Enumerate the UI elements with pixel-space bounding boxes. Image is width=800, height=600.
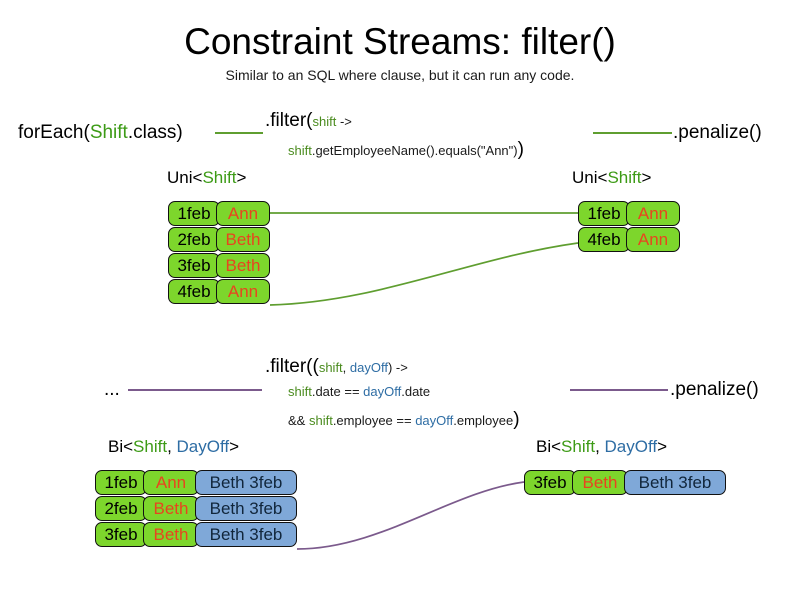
- uni-filter-line1: .filter(shift ->: [265, 110, 352, 132]
- uni-filter-call: .filter(: [265, 110, 313, 131]
- bi-filter-l2-var2: dayOff: [363, 384, 402, 399]
- table-row[interactable]: 3feb Beth: [168, 253, 270, 278]
- cell-date: 2feb: [168, 227, 220, 252]
- page-subtitle: Similar to an SQL where clause, but it c…: [225, 67, 575, 83]
- bi-left-stream-post: >: [229, 437, 240, 456]
- uni-filter-line2: shift.getEmployeeName().equals("Ann")): [288, 139, 524, 161]
- uni-right-stream-label: Uni<Shift>: [572, 168, 651, 188]
- cell-pair: Beth 3feb: [195, 496, 297, 521]
- bi-left-stream-label: Bi<Shift, DayOff>: [108, 437, 239, 457]
- cell-name: Beth: [216, 227, 270, 252]
- bi-filter-l3-post: .employee: [453, 413, 514, 428]
- cell-date: 3feb: [95, 522, 147, 547]
- cell-name: Beth: [143, 496, 199, 521]
- uni-left-stream-type: Shift: [202, 168, 237, 187]
- bi-filter-l3-pre: &&: [288, 413, 309, 428]
- uni-source-prefix: forEach(: [18, 122, 90, 143]
- bi-left-stream-type2: DayOff: [176, 437, 230, 456]
- wire-bi-row3: [296, 481, 525, 550]
- bi-filter-l3-var1: shift: [308, 413, 333, 428]
- table-row[interactable]: 1feb Ann: [168, 201, 270, 226]
- table-row[interactable]: 4feb Ann: [578, 227, 680, 252]
- bi-filter-l2-mid: .date ==: [311, 384, 364, 399]
- uni-filter-body-expr: .getEmployeeName().equals("Ann"): [311, 143, 518, 158]
- page-title: Constraint Streams: filter(): [184, 21, 616, 62]
- bi-filter-line2: shift.date == dayOff.date: [288, 384, 430, 400]
- bi-right-stream-type2: DayOff: [604, 437, 658, 456]
- uni-right-stream-pre: Uni<: [572, 168, 608, 187]
- bi-left-stream-pre: Bi<: [108, 437, 134, 456]
- uni-filter-arrow: ->: [336, 114, 352, 129]
- cell-date: 1feb: [95, 470, 147, 495]
- bi-filter-param-sep: ,: [342, 360, 350, 375]
- bi-left-stream-sep: ,: [167, 437, 177, 456]
- bi-filter-close-paren: ): [513, 409, 520, 430]
- table-row[interactable]: 1feb Ann Beth 3feb: [95, 470, 297, 495]
- uni-right-stack: 1feb Ann 4feb Ann: [578, 201, 680, 253]
- bi-left-stream-type1: Shift: [133, 437, 168, 456]
- bi-filter-arrow: ) ->: [387, 360, 408, 375]
- uni-sink-label: .penalize(): [673, 122, 762, 143]
- table-row[interactable]: 1feb Ann: [578, 201, 680, 226]
- cell-date: 3feb: [524, 470, 576, 495]
- cell-date: 3feb: [168, 253, 220, 278]
- uni-left-stream-label: Uni<Shift>: [167, 168, 246, 188]
- bi-source-label: ...: [104, 379, 120, 400]
- uni-right-stream-type: Shift: [607, 168, 642, 187]
- uni-right-stream-post: >: [641, 168, 652, 187]
- cell-name: Ann: [216, 279, 270, 304]
- bi-filter-call: .filter((: [265, 356, 319, 377]
- table-row[interactable]: 3feb Beth Beth 3feb: [524, 470, 726, 495]
- cell-date: 1feb: [578, 201, 630, 226]
- bi-right-stack: 3feb Beth Beth 3feb: [524, 470, 726, 496]
- table-row[interactable]: 2feb Beth: [168, 227, 270, 252]
- cell-date: 1feb: [168, 201, 220, 226]
- bi-left-stack: 1feb Ann Beth 3feb 2feb Beth Beth 3feb 3…: [95, 470, 297, 548]
- bi-right-stream-post: >: [657, 437, 668, 456]
- cell-pair: Beth 3feb: [624, 470, 726, 495]
- uni-filter-body-var: shift: [288, 143, 312, 158]
- cell-pair: Beth 3feb: [195, 470, 297, 495]
- uni-source-type: Shift: [89, 122, 128, 143]
- table-row[interactable]: 3feb Beth Beth 3feb: [95, 522, 297, 547]
- bi-filter-l2-post: .date: [401, 384, 431, 399]
- cell-date: 4feb: [168, 279, 220, 304]
- cell-date: 2feb: [95, 496, 147, 521]
- uni-left-stream-pre: Uni<: [167, 168, 203, 187]
- cell-name: Ann: [626, 227, 680, 252]
- cell-name: Ann: [626, 201, 680, 226]
- bi-filter-line1: .filter((shift, dayOff) ->: [265, 356, 408, 378]
- uni-left-stack: 1feb Ann 2feb Beth 3feb Beth 4feb Ann: [168, 201, 270, 305]
- cell-date: 4feb: [578, 227, 630, 252]
- cell-pair: Beth 3feb: [195, 522, 297, 547]
- table-row[interactable]: 4feb Ann: [168, 279, 270, 304]
- uni-filter-close-paren: ): [517, 139, 524, 160]
- bi-right-stream-pre: Bi<: [536, 437, 562, 456]
- bi-filter-l2-var1: shift: [288, 384, 312, 399]
- table-row[interactable]: 2feb Beth Beth 3feb: [95, 496, 297, 521]
- bi-right-stream-sep: ,: [595, 437, 605, 456]
- cell-name: Ann: [143, 470, 199, 495]
- uni-left-stream-post: >: [236, 168, 247, 187]
- bi-filter-l3-var2: dayOff: [415, 413, 454, 428]
- wire-uni-row4: [269, 242, 579, 306]
- cell-name: Ann: [216, 201, 270, 226]
- bi-filter-line3: && shift.employee == dayOff.employee): [288, 409, 520, 431]
- bi-right-stream-label: Bi<Shift, DayOff>: [536, 437, 667, 457]
- cell-name: Beth: [572, 470, 628, 495]
- cell-name: Beth: [143, 522, 199, 547]
- cell-name: Beth: [216, 253, 270, 278]
- bi-filter-param2: dayOff: [349, 360, 388, 375]
- bi-sink-label: .penalize(): [670, 379, 759, 400]
- uni-source-label: forEach(Shift.class): [18, 122, 183, 144]
- uni-source-suffix: .class): [127, 122, 183, 143]
- bi-filter-l3-mid: .employee ==: [332, 413, 416, 428]
- bi-filter-param1: shift: [318, 360, 343, 375]
- bi-right-stream-type1: Shift: [561, 437, 596, 456]
- uni-filter-param: shift: [312, 114, 337, 129]
